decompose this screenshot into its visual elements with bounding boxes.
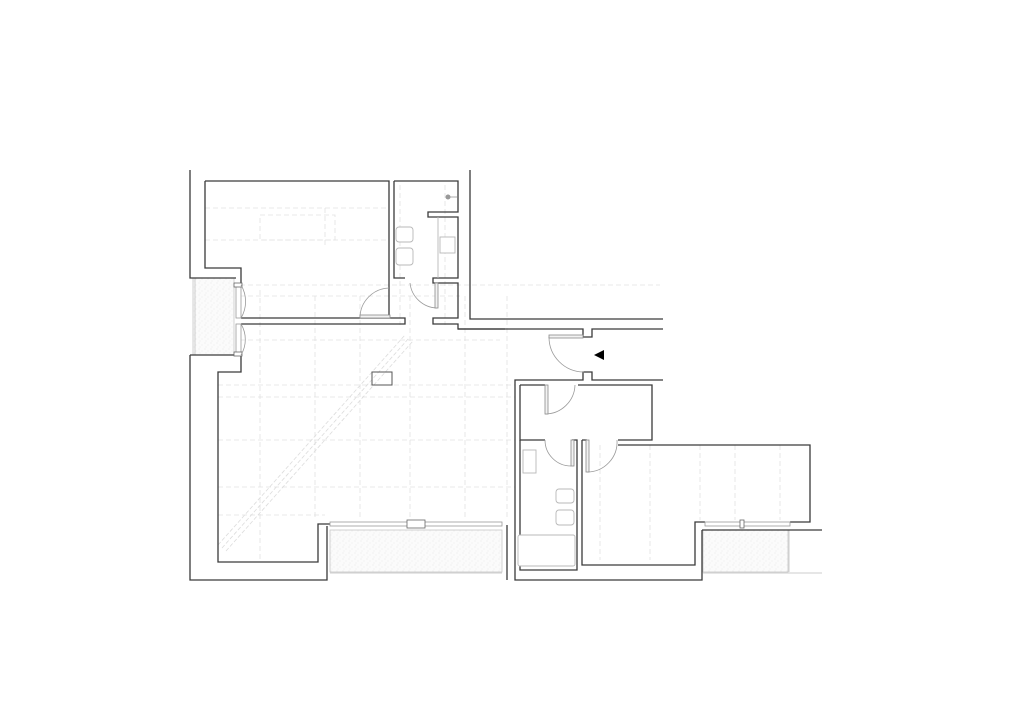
bedroom-1-walls [204, 180, 390, 317]
toilet-icon [395, 247, 414, 266]
south-outer-wall-east [580, 529, 822, 581]
door-leaf-bathroom-1 [434, 282, 439, 309]
window-south-2 [423, 521, 503, 527]
staircase-diagonal [217, 334, 414, 552]
walls [189, 170, 822, 581]
washbasin-icon [439, 236, 456, 254]
fireplace-icon [371, 371, 393, 386]
terrace-west [192, 277, 235, 356]
shaft-wall [469, 170, 663, 320]
door-swing-terrace-2 [240, 323, 246, 356]
doors [240, 282, 618, 473]
bedroom-living-partition [241, 317, 406, 325]
window-south-3 [704, 521, 791, 527]
window-mullion [406, 519, 426, 529]
door-leaf-bathroom-2 [570, 439, 575, 467]
door-swing-bedroom-1 [359, 287, 390, 319]
shower-head-icon [445, 194, 451, 200]
window-west-2 [235, 323, 242, 356]
entrance-corridor-walls [458, 328, 663, 581]
living-room-walls [217, 355, 330, 563]
door-swing-bathroom-1 [409, 282, 438, 309]
terrace-south-1 [329, 529, 503, 573]
door-swing-bedroom-2 [586, 439, 618, 473]
bidet-icon [395, 226, 414, 243]
window-jamb [233, 282, 243, 288]
bathroom-1-west-wall [393, 181, 405, 279]
door-swing-bathroom-2 [544, 439, 572, 467]
windows [233, 282, 791, 529]
bidet-2-icon [555, 488, 575, 504]
window-south-1 [329, 521, 409, 527]
washbasin-2-icon [522, 449, 537, 474]
door-leaf-closet [544, 384, 549, 415]
door-swing-terrace-1 [240, 284, 246, 319]
bathtub-icon [517, 534, 576, 567]
west-outer-wall [189, 170, 328, 581]
door-swing-entrance [548, 336, 585, 373]
door-swing-closet [544, 384, 576, 415]
window-jamb [233, 351, 243, 357]
fixtures [371, 194, 576, 567]
floor-grid [205, 185, 781, 560]
window-west-1 [235, 284, 242, 319]
window-mullion [739, 519, 745, 529]
door-leaf-bedroom-1 [359, 314, 391, 319]
toilet-2-icon [555, 509, 575, 526]
entry-arrow-icon [594, 350, 604, 360]
terrace-south-2 [702, 529, 789, 573]
bathroom-2-walls [506, 439, 578, 580]
bathroom-1-walls [394, 180, 505, 330]
door-leaf-bedroom-2 [585, 439, 590, 473]
closet-walls [519, 384, 653, 441]
door-leaf-entrance [548, 334, 584, 339]
